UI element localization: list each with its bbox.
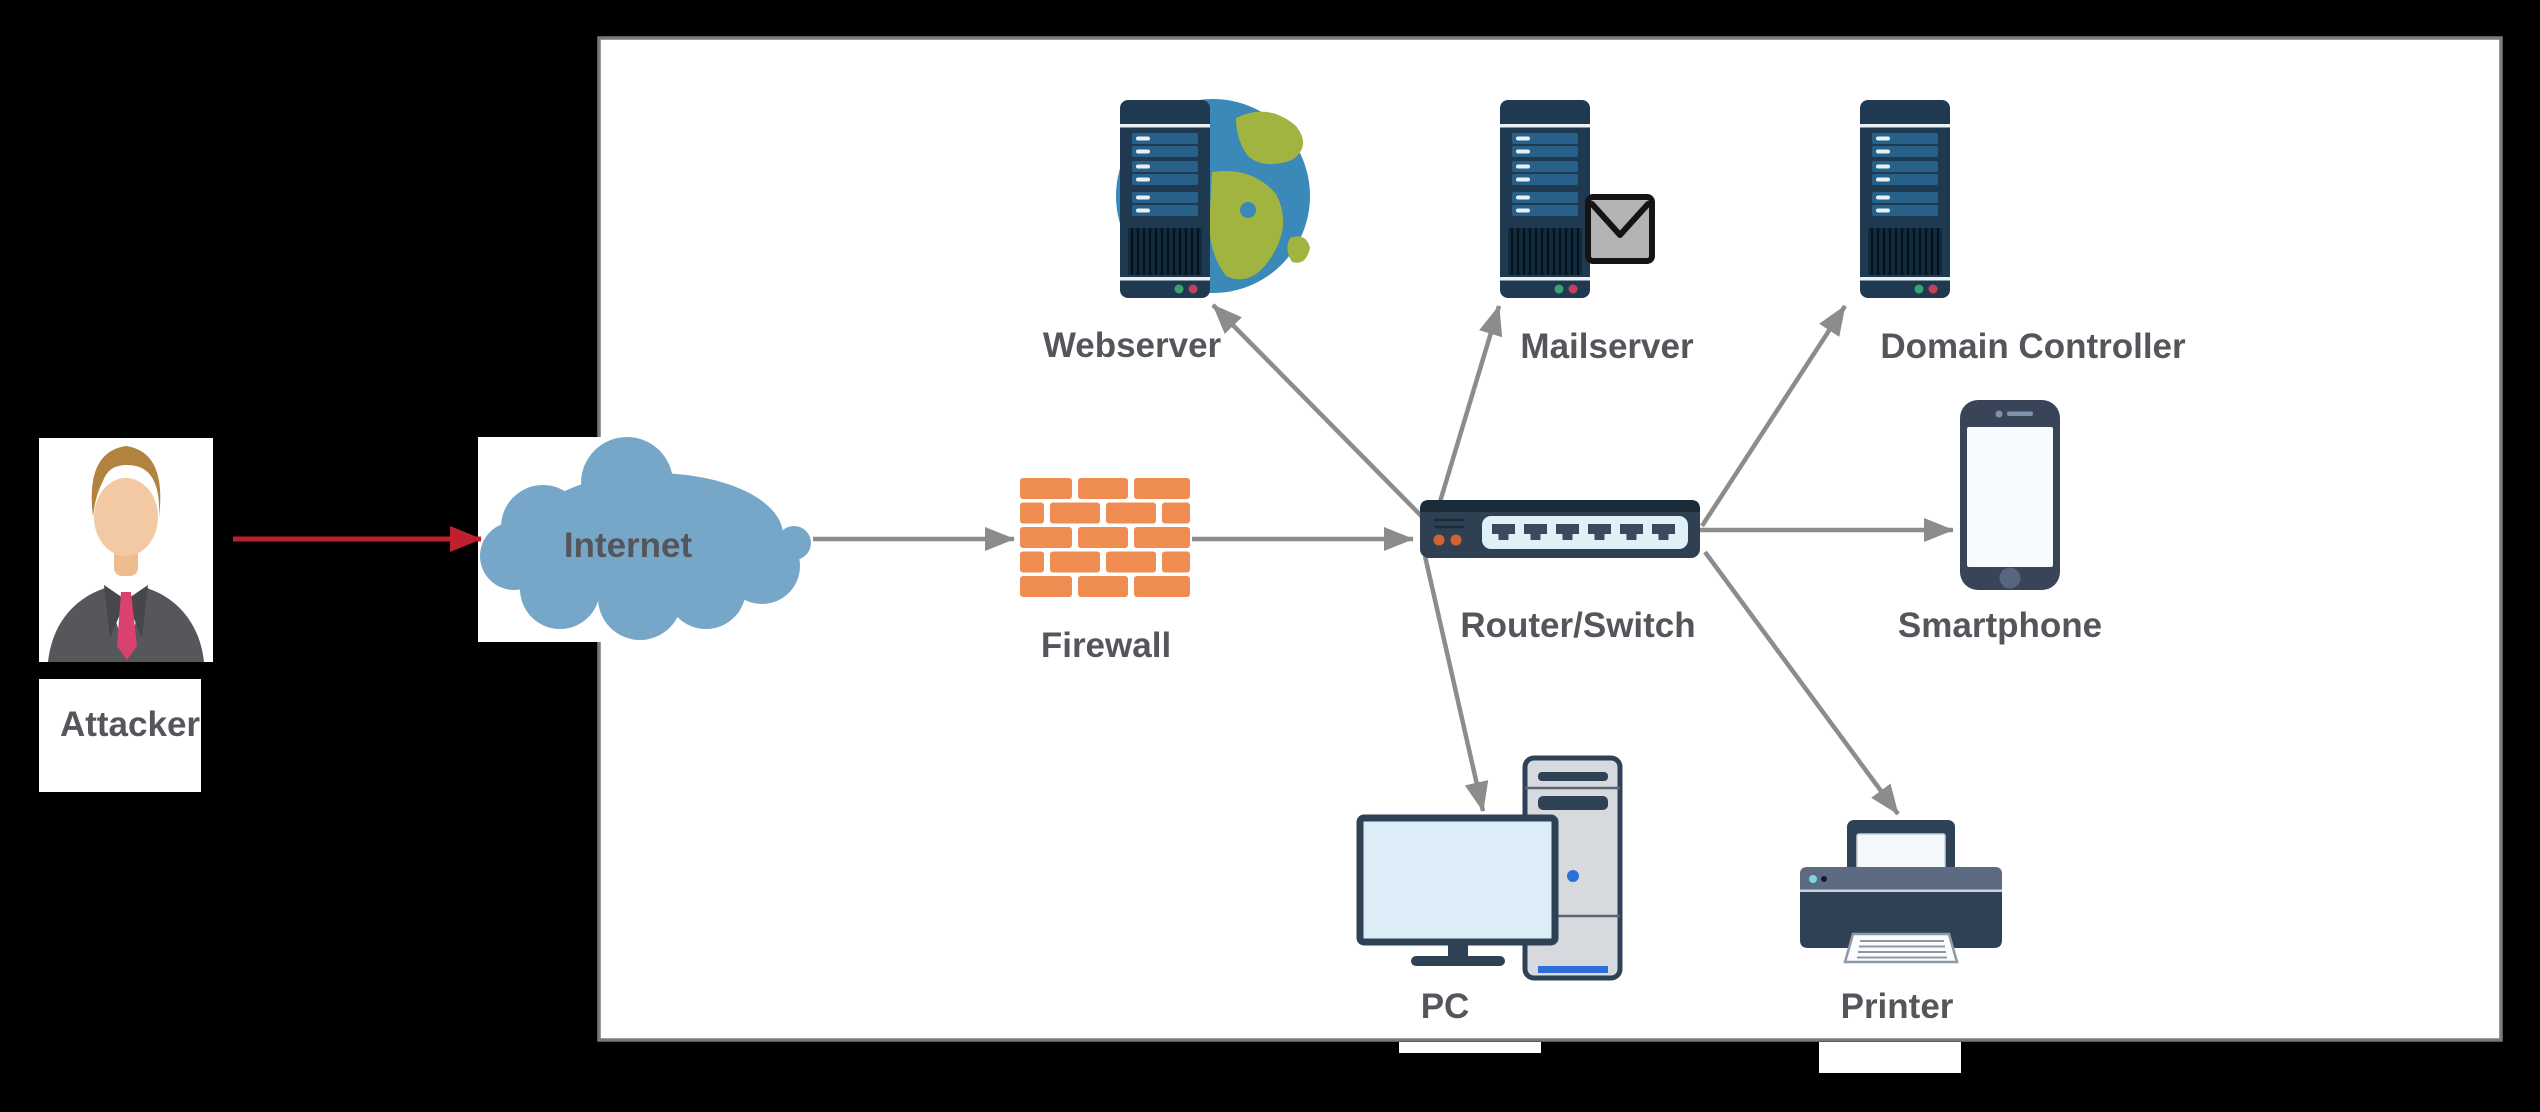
router-switch-label: Router/Switch <box>1460 606 1696 645</box>
webserver-label: Webserver <box>1042 326 1222 365</box>
printer-label-box <box>1819 1042 1961 1073</box>
mailserver-label: Mailserver <box>1520 327 1694 366</box>
printer-label: Printer <box>1840 987 1954 1026</box>
edge-router-mailserver <box>1427 305 1503 536</box>
webserver-icon <box>1116 98 1310 300</box>
mailserver-icon <box>1498 98 1655 300</box>
edge-router-webserver <box>1211 303 1448 543</box>
pc-label: PC <box>1420 987 1470 1026</box>
edge-router-printer <box>1703 550 1900 816</box>
smartphone-label: Smartphone <box>1897 606 2103 645</box>
pc-monitor <box>1356 814 1559 966</box>
internet-label: Internet <box>563 526 693 565</box>
cloud-icon <box>480 437 811 640</box>
edge-router-pc <box>1422 555 1489 812</box>
firewall-label: Firewall <box>1040 626 1172 665</box>
edge-router-domain-controller <box>1700 304 1847 528</box>
attacker-label: Attacker <box>59 705 201 744</box>
smartphone-icon <box>1960 400 2060 590</box>
desktop-computer-icon <box>1356 755 1623 981</box>
edges <box>233 303 1954 816</box>
switch-6-port-icon <box>1420 500 1700 558</box>
domain-controller-icon <box>1858 98 1952 300</box>
businessman-avatar-icon <box>48 446 204 662</box>
brick-wall-icon <box>1020 478 1190 597</box>
printer-icon <box>1800 820 2002 964</box>
envelope-icon <box>1585 194 1655 264</box>
domain-controller-label: Domain Controller <box>1880 327 2186 366</box>
pc-label-box <box>1399 1042 1541 1053</box>
attacker-label-box <box>39 679 201 792</box>
